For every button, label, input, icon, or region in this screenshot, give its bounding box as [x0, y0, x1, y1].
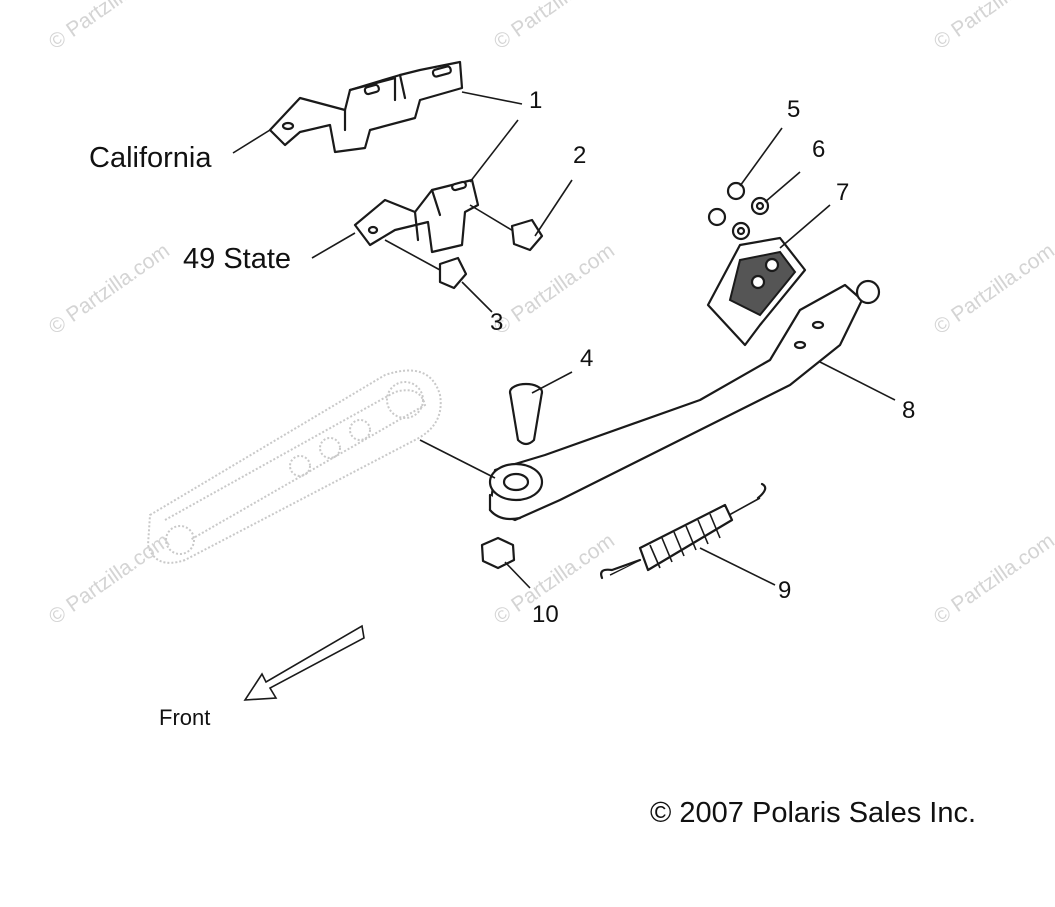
kickstand-part-8 [488, 279, 881, 522]
bolt-part-3 [384, 239, 468, 290]
watermark: © Partzilla.com [490, 239, 619, 339]
callout-2: 2 [573, 142, 586, 169]
label-49-state: 49 State [183, 243, 291, 275]
pad-part-7 [706, 236, 807, 347]
pivot-pin-part-4 [508, 382, 544, 446]
callout-10: 10 [532, 601, 559, 628]
bracket-california [268, 60, 464, 154]
callout-3: 3 [490, 309, 503, 336]
label-front: Front [159, 705, 210, 730]
swing-arm-ghost [146, 369, 442, 564]
callout-5: 5 [787, 96, 800, 123]
front-arrow [243, 624, 365, 701]
callout-numbers: 1 2 3 4 5 6 7 8 9 10 [490, 87, 915, 628]
watermark-layer: © Partzilla.com © Partzilla.com © Partzi… [45, 0, 1055, 629]
copyright-notice: © 2007 Polaris Sales Inc. [650, 797, 976, 829]
callout-8: 8 [902, 397, 915, 424]
watermark: © Partzilla.com [45, 0, 174, 54]
watermark: © Partzilla.com [930, 0, 1055, 54]
watermark: © Partzilla.com [930, 529, 1055, 629]
callout-7: 7 [836, 179, 849, 206]
bracket-49-state [353, 178, 480, 254]
bolt-part-2 [469, 204, 544, 252]
watermark: © Partzilla.com [45, 239, 174, 339]
leader-lines [232, 91, 896, 589]
callout-1: 1 [529, 87, 542, 114]
callout-6: 6 [812, 136, 825, 163]
watermark: © Partzilla.com [930, 239, 1055, 339]
watermark: © Partzilla.com [45, 529, 174, 629]
nut-part-10 [480, 536, 516, 570]
label-california: California [89, 142, 212, 174]
balls-washers-parts-5-6 [707, 181, 770, 241]
callout-9: 9 [778, 577, 791, 604]
watermark: © Partzilla.com [490, 0, 619, 54]
spring-part-9 [600, 482, 767, 580]
callout-4: 4 [580, 345, 593, 372]
